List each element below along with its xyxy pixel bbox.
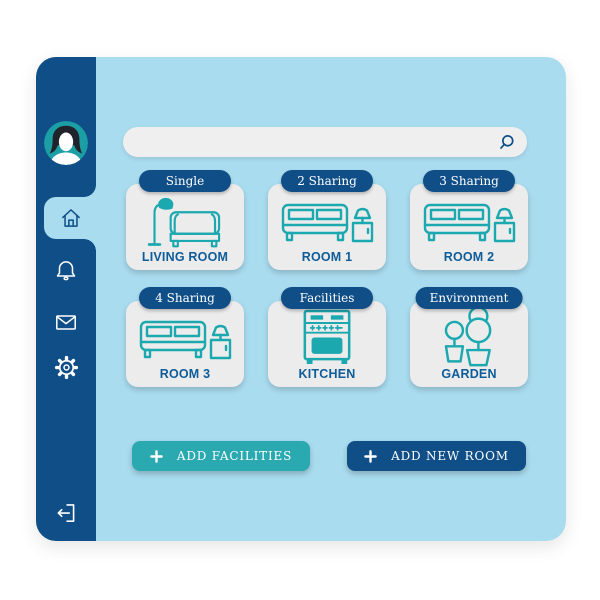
- card-kitchen: Facilities: [268, 287, 386, 387]
- mail-icon: [56, 315, 76, 330]
- sidebar: [36, 57, 97, 541]
- add-new-room-button[interactable]: ADD NEW ROOM: [347, 441, 526, 471]
- card-label: LIVING ROOM: [141, 250, 229, 264]
- button-label: ADD FACILITIES: [176, 449, 293, 463]
- card-badge: 3 Sharing: [423, 170, 515, 192]
- search-input[interactable]: [123, 135, 498, 149]
- rooms-grid: Single: [126, 170, 528, 387]
- plus-icon: [150, 449, 163, 463]
- card-body[interactable]: ROOM 2: [410, 184, 528, 270]
- bed-icon: [139, 320, 231, 360]
- search-bar: [123, 127, 527, 157]
- sidebar-item-notifications[interactable]: [36, 257, 96, 283]
- card-body[interactable]: ROOM 1: [268, 184, 386, 270]
- logout-button[interactable]: [36, 500, 96, 526]
- card-label: ROOM 1: [301, 250, 353, 264]
- card-badge: Environment: [415, 287, 523, 309]
- card-badge: 4 Sharing: [139, 287, 231, 309]
- gear-icon: [54, 355, 78, 380]
- card-label: ROOM 2: [443, 250, 495, 264]
- card-label: GARDEN: [441, 367, 497, 381]
- card-living-room: Single: [126, 170, 244, 270]
- bed-icon: [281, 203, 373, 243]
- card-body[interactable]: LIVING ROOM: [126, 184, 244, 270]
- tab-fillet-bottom: [84, 239, 96, 251]
- sofa-lamp-icon: [147, 197, 221, 248]
- card-body[interactable]: KITCHEN: [268, 301, 386, 387]
- card-badge: Facilities: [281, 287, 373, 309]
- card-body[interactable]: ROOM 3: [126, 301, 244, 387]
- garden-icon: [444, 306, 492, 367]
- card-room-3: 4 Sharing: [126, 287, 244, 387]
- tab-fillet-top: [84, 185, 96, 197]
- card-label: ROOM 3: [159, 367, 211, 381]
- app-panel: Single: [36, 57, 566, 541]
- card-badge: 2 Sharing: [281, 170, 373, 192]
- sidebar-item-messages[interactable]: [36, 309, 96, 335]
- card-room-1: 2 Sharing: [268, 170, 386, 270]
- avatar[interactable]: [44, 121, 88, 165]
- sidebar-item-settings[interactable]: [36, 354, 96, 381]
- plus-icon: [364, 449, 377, 463]
- user-avatar-icon: [44, 121, 88, 165]
- stove-icon: [303, 309, 351, 364]
- bed-icon: [423, 203, 515, 243]
- search-icon[interactable]: [498, 134, 515, 151]
- bell-icon: [56, 261, 76, 281]
- logout-icon: [57, 504, 75, 522]
- home-icon: [61, 209, 80, 227]
- sidebar-item-home[interactable]: [44, 197, 97, 239]
- card-body[interactable]: GARDEN: [410, 301, 528, 387]
- card-garden: Environment GARDEN: [410, 287, 528, 387]
- add-facilities-button[interactable]: ADD FACILITIES: [132, 441, 310, 471]
- card-label: KITCHEN: [298, 367, 356, 381]
- button-label: ADD NEW ROOM: [391, 449, 509, 463]
- card-room-2: 3 Sharing: [410, 170, 528, 270]
- card-badge: Single: [139, 170, 231, 192]
- main-content: Single: [96, 57, 566, 541]
